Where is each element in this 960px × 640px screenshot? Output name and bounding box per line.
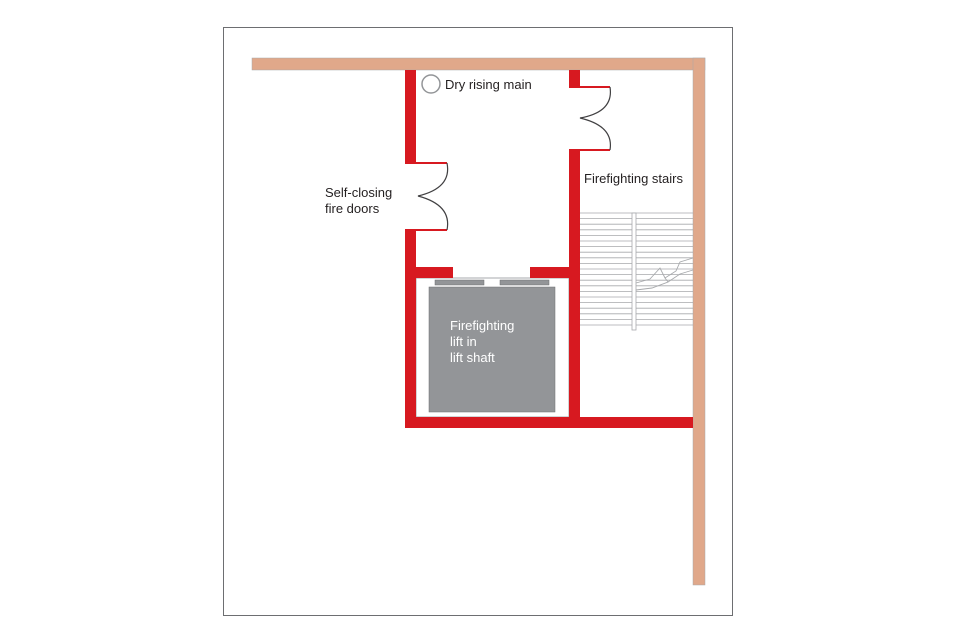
lift-car	[428, 286, 556, 413]
lift-door-left	[434, 279, 485, 286]
dry-rising-main-icon	[421, 74, 441, 94]
lift-label-line3: lift shaft	[450, 350, 495, 365]
fire-door-left	[417, 162, 449, 231]
fire-door-stairs	[579, 86, 612, 151]
stairs	[580, 212, 693, 331]
dry-rising-main-label: Dry rising main	[445, 77, 532, 92]
fire-walls	[405, 70, 693, 428]
stairs-label: Firefighting stairs	[584, 171, 683, 186]
lift-label-line1: Firefighting	[450, 318, 514, 333]
lift-door-right	[499, 279, 550, 286]
self-closing-label-line2: fire doors	[325, 201, 380, 216]
lift-label-line2: lift in	[450, 334, 477, 349]
external-wall	[251, 57, 706, 586]
stair-break-line	[635, 257, 694, 291]
self-closing-label-line1: Self-closing	[325, 185, 392, 200]
